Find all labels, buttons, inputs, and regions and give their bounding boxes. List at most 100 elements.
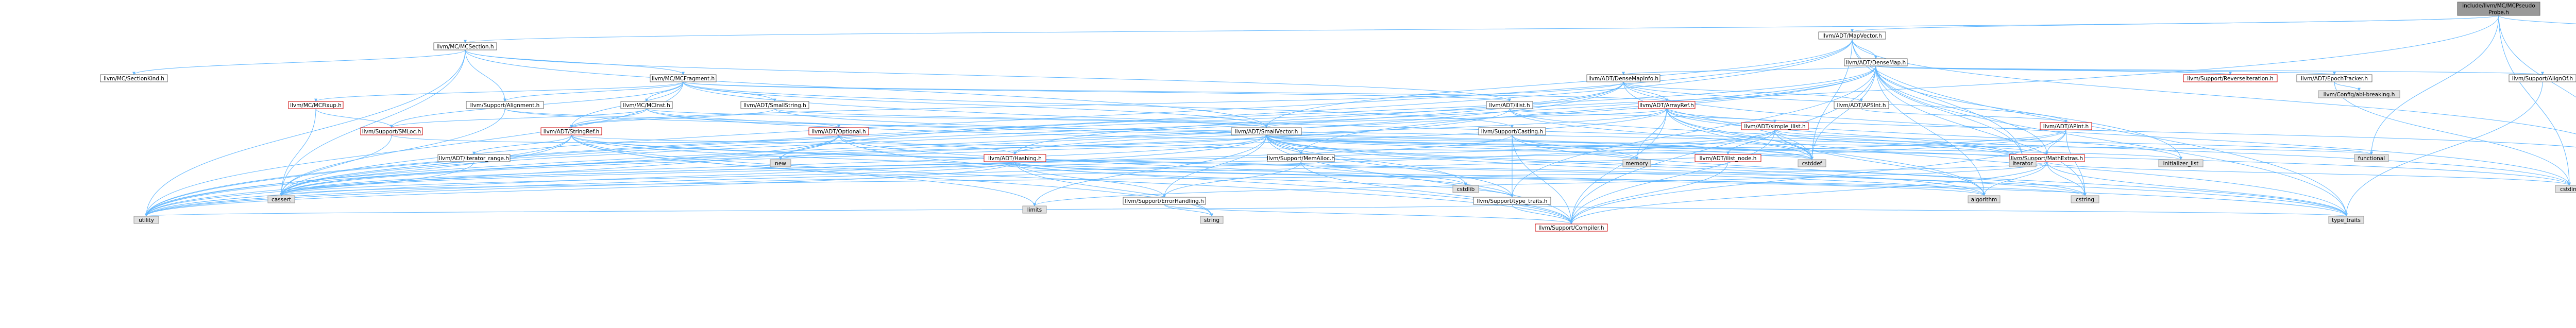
- edge-simpleilist-to-ilistnode: [1726, 129, 1775, 155]
- node-hashing[interactable]: llvm/ADT/Hashing.h: [984, 154, 1046, 162]
- node-epochtracker[interactable]: llvm/ADT/EpochTracker.h: [2296, 74, 2372, 82]
- edge-stringref-to-cstring: [571, 134, 2087, 196]
- edge-densemapinfo-to-cstddef: [1623, 81, 1814, 160]
- node-optional[interactable]: llvm/ADT/Optional.h: [808, 127, 869, 135]
- node-label: memory: [1625, 161, 1648, 167]
- node-label: llvm/MC/MCInst.h: [623, 102, 670, 109]
- edge-mapvector-to-densemap: [1852, 39, 1877, 59]
- node-arrayref[interactable]: llvm/ADT/ArrayRef.h: [1638, 101, 1696, 109]
- edge-mathextras-to-typetraits: [2046, 161, 2348, 217]
- node-smloc[interactable]: llvm/Support/SMLoc.h: [360, 127, 423, 135]
- node-box: [1535, 223, 1608, 232]
- edge-densemap-to-typetraitsh: [1511, 65, 1876, 198]
- edge-simpleilist-to-iterator: [1774, 129, 2024, 160]
- node-label: llvm/ADT/APInt.h: [2043, 124, 2089, 130]
- node-label: llvm/Support/ReverseIteration.h: [2187, 76, 2274, 82]
- edge-smallvector-to-compiler: [1266, 134, 1573, 225]
- node-smallstring[interactable]: llvm/ADT/SmallString.h: [740, 101, 809, 109]
- edge-densemapinfo-to-stringref: [570, 81, 1624, 128]
- node-label: llvm/MC/MCFixup.h: [290, 102, 342, 109]
- node-box: [1267, 154, 1335, 162]
- node-label: llvm/ADT/ilist.h: [1489, 102, 1530, 109]
- edge-hashing-to-typetraitsh: [1014, 161, 1514, 198]
- node-string: string: [1200, 216, 1224, 224]
- node-box: [1586, 74, 1660, 82]
- edge-smallvector-to-new: [779, 134, 1267, 160]
- node-mcsectionkind[interactable]: llvm/MC/SectionKind.h: [100, 74, 168, 82]
- edge-apint-to-cstring: [2065, 129, 2087, 196]
- node-casting[interactable]: llvm/Support/Casting.h: [1478, 127, 1546, 135]
- node-box: [466, 101, 544, 109]
- edge-supportalignment-to-cassert: [280, 108, 505, 196]
- node-label: llvm/ADT/EpochTracker.h: [2301, 76, 2368, 82]
- edge-optional-to-utility: [145, 134, 839, 217]
- node-ilistnode[interactable]: llvm/ADT/ilist_node.h: [1694, 154, 1761, 162]
- node-memalloc[interactable]: llvm/Support/MemAlloc.h: [1267, 154, 1335, 162]
- node-mapvector[interactable]: llvm/ADT/MapVector.h: [1818, 31, 1886, 40]
- node-mcsection[interactable]: llvm/MC/MCSection.h: [433, 42, 497, 50]
- edge-smallvector-to-limits: [1033, 134, 1267, 206]
- node-iteratorrange[interactable]: llvm/ADT/iterator_range.h: [437, 154, 511, 162]
- node-box: [740, 101, 809, 109]
- node-densemapinfo[interactable]: llvm/ADT/DenseMapInfo.h: [1586, 74, 1660, 82]
- edge-optional-to-hashing: [838, 134, 1016, 155]
- edge-densemapinfo-to-arrayref: [1623, 81, 1668, 102]
- node-box: [100, 74, 168, 82]
- node-box: [2296, 74, 2372, 82]
- node-box: [1022, 205, 1047, 214]
- node-label: algorithm: [1971, 197, 1997, 203]
- node-iterator: iterator: [2009, 159, 2037, 167]
- node-mcmcinst[interactable]: llvm/MC/MCInst.h: [620, 101, 673, 109]
- edge-hashing-to-cassert: [280, 161, 1015, 196]
- node-algorithm: algorithm: [1968, 195, 2001, 203]
- node-box: [770, 159, 791, 167]
- node-reverseiteration[interactable]: llvm/Support/ReverseIteration.h: [2183, 74, 2278, 82]
- node-errorhandling[interactable]: llvm/Support/ErrorHandling.h: [1123, 197, 1206, 205]
- node-label: llvm/ADT/DenseMapInfo.h: [1588, 76, 1658, 82]
- node-typetraitsh[interactable]: llvm/Support/type_traits.h: [1473, 197, 1551, 205]
- edge-simpleilist-to-functional: [1774, 129, 2373, 155]
- node-apsint[interactable]: llvm/ADT/APSInt.h: [1834, 101, 1889, 109]
- node-label: llvm/ADT/ArrayRef.h: [1639, 102, 1694, 109]
- edge-densemap-to-cstring: [1875, 65, 2087, 196]
- edge-densemap-to-densemapinfo: [1622, 65, 1876, 75]
- node-smallvector[interactable]: llvm/ADT/SmallVector.h: [1231, 127, 1302, 135]
- node-apint[interactable]: llvm/ADT/APInt.h: [2040, 122, 2092, 130]
- edge-mcsection-to-ilist: [465, 49, 1511, 102]
- node-simpleilist[interactable]: llvm/ADT/simple_ilist.h: [1741, 122, 1809, 130]
- edge-errorhandling-to-compiler: [1164, 204, 1573, 225]
- edge-apint-to-cassert: [280, 129, 2066, 196]
- edge-densemap-to-memalloc: [1299, 65, 1876, 155]
- edge-smallvector-to-iterator: [1266, 134, 2024, 160]
- node-box: [2457, 2, 2540, 16]
- edge-mcfragment-to-cstdint: [683, 81, 2571, 186]
- node-box: [433, 42, 497, 50]
- edge-densemap-to-alignof: [1875, 65, 2544, 75]
- node-label: llvm/ADT/simple_ilist.h: [1744, 124, 1805, 130]
- node-label: Probe.h: [2488, 10, 2509, 16]
- node-label: llvm/ADT/ilist_node.h: [1700, 156, 1757, 162]
- node-label: llvm/ADT/MapVector.h: [1822, 33, 1882, 39]
- edge-mcfragment-to-ilist: [683, 81, 1511, 102]
- node-box: [1123, 197, 1206, 205]
- node-label: llvm/Support/Casting.h: [1481, 129, 1543, 135]
- node-supportalignment[interactable]: llvm/Support/Alignment.h: [466, 101, 544, 109]
- node-densemap[interactable]: llvm/ADT/DenseMap.h: [1844, 58, 1908, 66]
- node-stringref[interactable]: llvm/ADT/StringRef.h: [540, 127, 602, 135]
- node-compiler[interactable]: llvm/Support/Compiler.h: [1535, 223, 1608, 232]
- node-mcfixup[interactable]: llvm/MC/MCFixup.h: [288, 101, 344, 109]
- edge-densemap-to-cstddef: [1810, 65, 1876, 160]
- node-label: llvm/Support/MemAlloc.h: [1267, 156, 1335, 162]
- edge-mcmcinst-to-stringref: [570, 108, 647, 128]
- node-ilist[interactable]: llvm/ADT/ilist.h: [1486, 101, 1533, 109]
- node-mcfragment[interactable]: llvm/MC/MCFragment.h: [650, 74, 717, 82]
- node-label: cstring: [2076, 197, 2094, 203]
- edge-smallvector-to-cstring: [1266, 134, 2087, 196]
- edge-mapvector-to-utility: [145, 39, 1853, 217]
- edge-densemap-to-new: [779, 65, 1876, 160]
- edge-mcfixup-to-smloc: [315, 108, 393, 128]
- node-alignof[interactable]: llvm/Support/AlignOf.h: [2509, 74, 2576, 82]
- edge-mcsection-to-mcsectionkind: [132, 49, 466, 75]
- node-box: [2509, 74, 2576, 82]
